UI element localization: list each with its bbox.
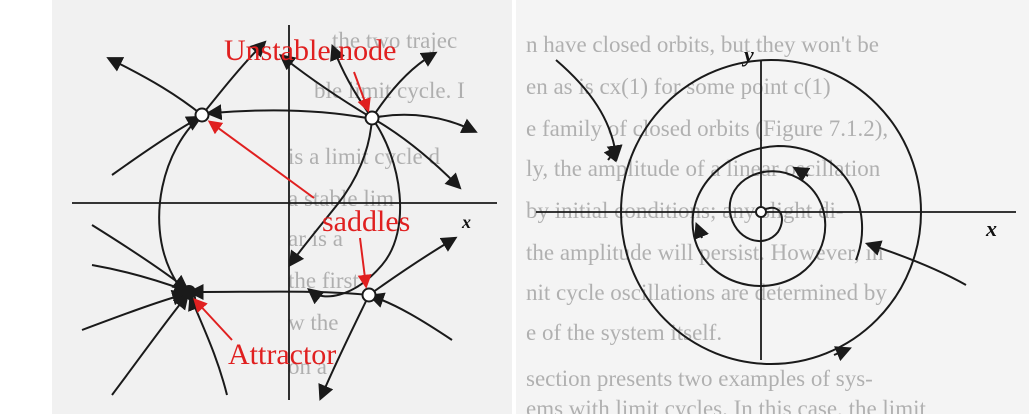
attractor-point — [182, 285, 196, 299]
trajectories — [81, 40, 478, 401]
annotation-arrow — [193, 297, 233, 341]
phase-portrait-right: n have closed orbits, but they won't be … — [516, 0, 1029, 414]
bg-text-line: the two trajec — [332, 28, 457, 53]
trajectory — [371, 113, 478, 134]
bg-text-line: ble limit cycle. I — [314, 78, 465, 103]
bg-text-line: en as is cx(1) for some point c(1) — [526, 74, 831, 99]
x-axis-label: x — [461, 212, 471, 232]
bg-text-line: e of the system itself. — [526, 320, 722, 345]
trajectory — [205, 104, 368, 121]
bg-text-line: w the — [288, 310, 338, 335]
spiral-arrow — [694, 222, 709, 240]
trajectory — [555, 59, 623, 162]
bg-text-line: by initial conditions; any slight di- — [526, 198, 844, 223]
trajectory — [368, 236, 458, 296]
annotation-arrow — [207, 120, 315, 199]
trajectory — [91, 224, 190, 291]
trajectory — [864, 240, 967, 286]
annotation-arrow — [357, 237, 372, 289]
bg-text-line: ly, the amplitude of a linear oscillatio… — [526, 156, 881, 181]
phase-portrait-left-svg: the two trajec ble limit cycle. I is a l… — [52, 0, 512, 414]
attractor-label: Attractor — [228, 338, 336, 371]
saddle-point-right — [361, 287, 377, 303]
saddles-label: saddles — [322, 205, 410, 238]
trajectory — [367, 292, 453, 341]
inner-spiral — [691, 144, 864, 287]
saddle-point-left — [194, 107, 210, 123]
x-axis-label: x — [985, 216, 997, 241]
bg-text-line: n have closed orbits, but they won't be — [526, 32, 879, 57]
bg-text-line: e family of closed orbits (Figure 7.1.2)… — [526, 116, 888, 141]
annotation-arrow — [353, 71, 371, 113]
spiral-arrow — [792, 166, 811, 182]
unstable-node-point — [364, 110, 380, 126]
bg-text-line: ems with limit cycles. In this case, the… — [526, 396, 926, 414]
trajectory — [371, 117, 462, 190]
trajectory — [336, 117, 373, 206]
trajectory — [318, 294, 370, 401]
bg-text-line: the first — [288, 268, 360, 293]
trajectory — [111, 293, 190, 396]
bg-text-line: nit cycle oscillations are determined by — [526, 280, 887, 305]
phase-portrait-right-svg: n have closed orbits, but they won't be … — [516, 0, 1029, 414]
trajectory — [371, 51, 438, 119]
unstable-node-label: Unstable node — [224, 34, 396, 67]
trajectory — [306, 117, 402, 305]
limit-cycle-arrow — [833, 346, 852, 362]
background-text: n have closed orbits, but they won't be … — [526, 32, 926, 414]
fixed-point-origin — [755, 206, 767, 218]
trajectory — [111, 115, 203, 176]
bg-text-line: ar is a — [288, 226, 343, 251]
phase-portrait-left: the two trajec ble limit cycle. I is a l… — [52, 0, 512, 414]
limit-cycle — [620, 59, 922, 365]
trajectory — [106, 57, 203, 116]
bg-text-line: section presents two examples of sys- — [526, 366, 873, 391]
trajectory — [187, 283, 370, 300]
bg-text-line: on a — [288, 354, 327, 379]
trajectory — [288, 204, 338, 268]
annotation-arrows — [193, 71, 372, 341]
